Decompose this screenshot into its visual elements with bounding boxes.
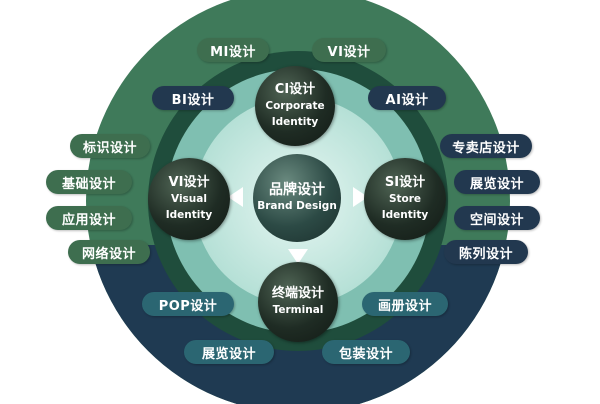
- arrow-down-icon: [288, 249, 308, 264]
- pill-pop: POP设计: [142, 292, 234, 316]
- pill-vi-top: VI设计: [312, 38, 386, 62]
- pill-store: 专卖店设计: [440, 134, 532, 158]
- center-title: 品牌设计: [269, 182, 325, 198]
- node-ci: CI设计 Corporate Identity: [255, 66, 335, 146]
- node-si-line2: Identity: [381, 209, 429, 221]
- pill-mi: MI设计: [197, 38, 269, 62]
- node-ci-title: CI设计: [274, 82, 316, 97]
- node-vi-line2: Identity: [165, 209, 213, 221]
- node-terminal: 终端设计 Terminal: [258, 262, 338, 342]
- node-vi: VI设计 Visual Identity: [148, 158, 230, 240]
- pill-application: 应用设计: [46, 206, 132, 230]
- arrow-right-icon: [353, 187, 368, 207]
- pill-space: 空间设计: [454, 206, 540, 230]
- node-si-title: SI设计: [384, 175, 426, 190]
- node-ci-line1: Corporate: [265, 100, 325, 112]
- node-ci-line2: Identity: [271, 116, 319, 128]
- pill-web: 网络设计: [68, 240, 150, 264]
- pill-showroom-right: 展览设计: [454, 170, 540, 194]
- center-subtitle: Brand Design: [257, 200, 337, 212]
- arrow-left-icon: [228, 187, 243, 207]
- node-terminal-line1: Terminal: [272, 304, 324, 316]
- pill-logo: 标识设计: [70, 134, 150, 158]
- node-terminal-title: 终端设计: [271, 286, 324, 301]
- pill-exhibition: 展览设计: [184, 340, 274, 364]
- pill-packaging: 包装设计: [322, 340, 410, 364]
- node-vi-line1: Visual: [171, 193, 207, 205]
- pill-display: 陈列设计: [444, 240, 528, 264]
- pill-ai: AI设计: [368, 86, 446, 110]
- node-vi-title: VI设计: [168, 175, 210, 190]
- center-node-brand-design: 品牌设计 Brand Design: [253, 154, 341, 242]
- pill-album: 画册设计: [362, 292, 448, 316]
- pill-bi: BI设计: [152, 86, 234, 110]
- node-si: SI设计 Store Identity: [364, 158, 446, 240]
- node-si-line1: Store: [388, 193, 422, 205]
- pill-basic: 基础设计: [46, 170, 132, 194]
